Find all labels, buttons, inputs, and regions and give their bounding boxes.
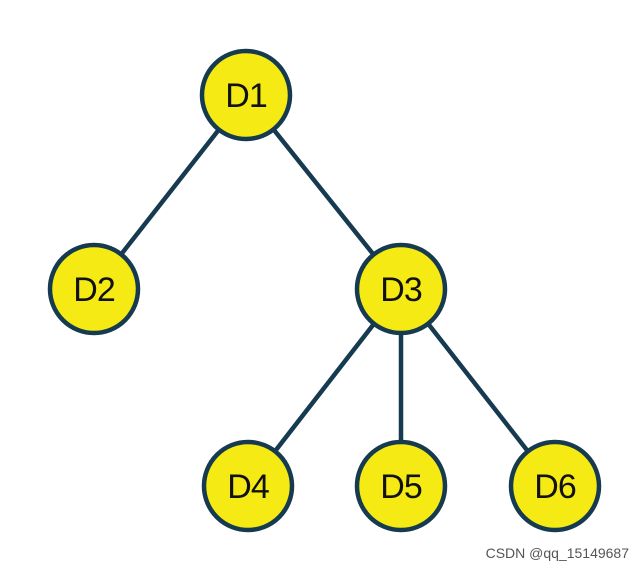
node-label: D3 xyxy=(380,271,422,309)
node-d2: D2 xyxy=(47,242,141,336)
tree-edges xyxy=(91,92,558,489)
node-circle xyxy=(201,439,295,533)
node-d1: D1 xyxy=(199,48,293,142)
node-label: D1 xyxy=(225,77,267,115)
node-circle xyxy=(508,439,602,533)
node-circle xyxy=(199,48,293,142)
node-circle xyxy=(354,439,448,533)
node-label: D2 xyxy=(73,271,115,309)
node-circle xyxy=(354,242,448,336)
node-label: D6 xyxy=(534,468,576,506)
node-d6: D6 xyxy=(508,439,602,533)
node-d4: D4 xyxy=(201,439,295,533)
node-label: D5 xyxy=(380,468,422,506)
node-d3: D3 xyxy=(354,242,448,336)
watermark: CSDN @qq_15149687 xyxy=(485,545,629,561)
node-circle xyxy=(47,242,141,336)
node-d5: D5 xyxy=(354,439,448,533)
node-label: D4 xyxy=(227,468,269,506)
